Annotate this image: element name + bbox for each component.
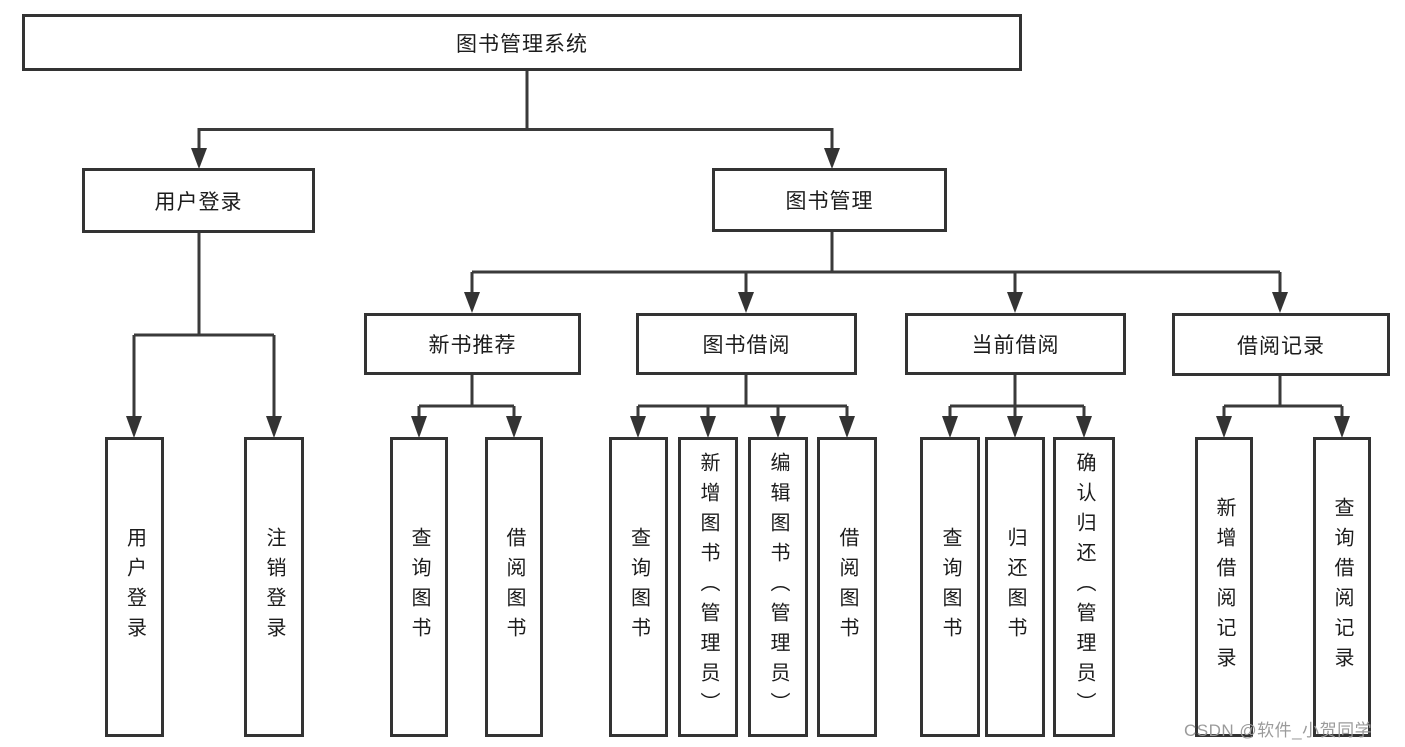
arrowhead-icon (1216, 416, 1232, 438)
leaf-label: 归还图书 (1004, 527, 1026, 647)
leaf-label: 借阅图书 (503, 527, 525, 647)
section-label: 当前借阅 (971, 334, 1060, 357)
leaf-label: 查询图书 (627, 527, 650, 647)
node-borrow-record: 借阅记录 (1172, 313, 1390, 376)
arrowhead-icon (411, 416, 427, 438)
node-root: 图书管理系统 (22, 14, 1022, 71)
arrowhead-icon (191, 148, 207, 169)
arrowhead-icon (1334, 416, 1350, 438)
leaf-query-book-2: 查询图书 (609, 437, 668, 737)
arrowhead-icon (1007, 416, 1023, 438)
leaf-add-borrow-record: 新增借阅记录 (1195, 437, 1253, 737)
leaf-query-book-3: 查询图书 (920, 437, 980, 737)
arrowhead-icon (1076, 416, 1092, 438)
arrowhead-icon (824, 148, 840, 169)
csdn-watermark: CSDN @软件_小贺同学 (1184, 721, 1373, 740)
arrowhead-icon (126, 416, 142, 438)
node-new-book-recommend: 新书推荐 (364, 313, 581, 375)
section-label: 借阅记录 (1237, 334, 1325, 358)
leaf-add-book-admin: 新增图书（管理员） (678, 437, 738, 737)
leaf-label: 查询图书 (408, 527, 430, 647)
leaf-return-book: 归还图书 (985, 437, 1045, 737)
arrowhead-icon (1272, 292, 1288, 313)
leaf-label: 查询图书 (939, 527, 961, 647)
node-user-login-label: 用户登录 (154, 190, 243, 214)
leaf-label: 用户登录 (123, 527, 146, 647)
node-book-borrow: 图书借阅 (636, 313, 857, 375)
leaf-query-borrow-record: 查询借阅记录 (1313, 437, 1371, 737)
leaf-edit-book-admin: 编辑图书（管理员） (748, 437, 808, 737)
leaf-label: 新增图书（管理员） (697, 452, 719, 722)
leaf-query-book-1: 查询图书 (390, 437, 448, 737)
node-current-borrow: 当前借阅 (905, 313, 1126, 375)
section-label: 图书借阅 (702, 334, 791, 357)
node-book-mgmt-label: 图书管理 (785, 190, 874, 213)
arrowhead-icon (738, 292, 754, 313)
arrowhead-icon (506, 416, 522, 438)
arrowhead-icon (630, 416, 646, 438)
leaf-label: 查询借阅记录 (1331, 497, 1353, 677)
node-book-mgmt: 图书管理 (712, 168, 947, 232)
node-root-label: 图书管理系统 (456, 32, 588, 56)
arrowhead-icon (1007, 292, 1023, 313)
arrowhead-icon (464, 292, 480, 313)
leaf-confirm-return-admin: 确认归还（管理员） (1053, 437, 1115, 737)
arrowhead-icon (266, 416, 282, 438)
leaf-borrow-book-1: 借阅图书 (485, 437, 543, 737)
leaf-logout: 注销登录 (244, 437, 304, 737)
leaf-label: 编辑图书（管理员） (767, 452, 789, 722)
leaf-user-login: 用户登录 (105, 437, 164, 737)
leaf-label: 确认归还（管理员） (1073, 452, 1095, 722)
leaf-borrow-book-2: 借阅图书 (817, 437, 877, 737)
arrowhead-icon (770, 416, 786, 438)
node-user-login: 用户登录 (82, 168, 315, 233)
leaf-label: 借阅图书 (836, 527, 858, 647)
arrowhead-icon (700, 416, 716, 438)
section-label: 新书推荐 (428, 334, 517, 357)
arrowhead-icon (942, 416, 958, 438)
arrowhead-icon (839, 416, 855, 438)
leaf-label: 新增借阅记录 (1213, 497, 1235, 677)
leaf-label: 注销登录 (263, 527, 285, 647)
